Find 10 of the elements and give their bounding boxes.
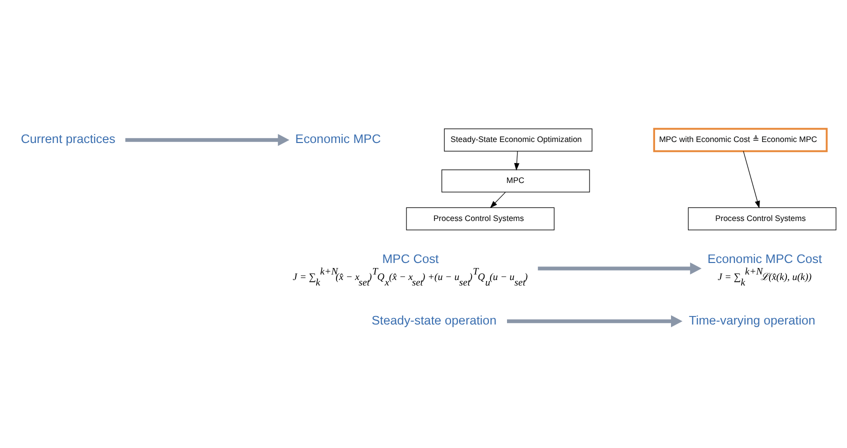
node-text: Current practices [20, 132, 116, 146]
arrow [514, 150, 520, 170]
node-text: Time-varying operation [688, 312, 816, 327]
arrow [125, 133, 290, 146]
arrow [743, 150, 760, 208]
arrow [507, 314, 682, 327]
node-text: Economic MPC [295, 132, 381, 146]
node-text: Steady-state operation [372, 312, 497, 327]
arrow [490, 191, 506, 208]
arrow [538, 262, 702, 274]
